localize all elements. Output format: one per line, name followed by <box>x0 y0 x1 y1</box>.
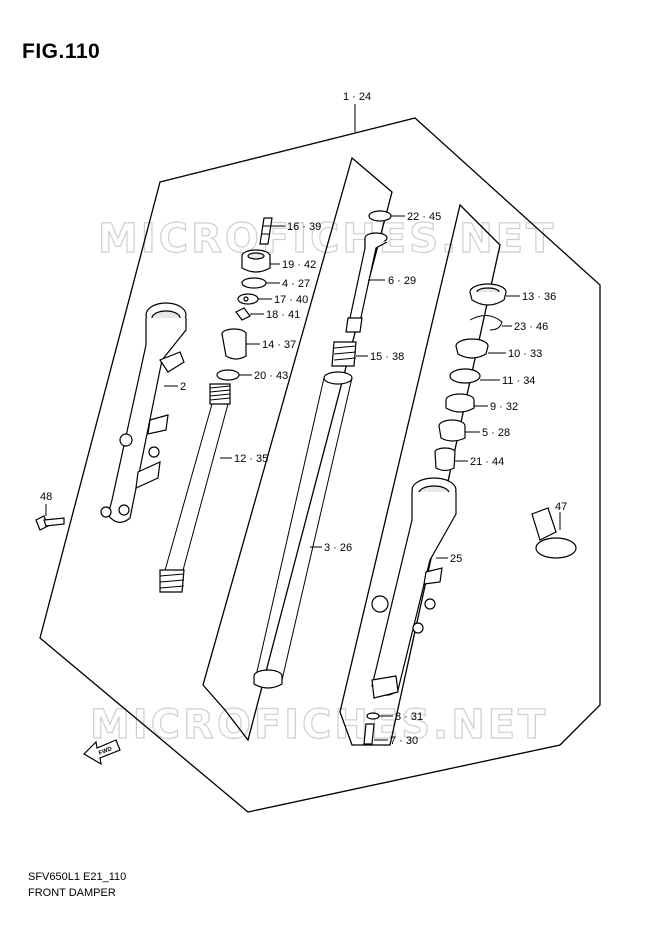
oil-seal-10 <box>455 338 489 359</box>
fwd-arrow-icon: FWD <box>83 739 121 766</box>
callout-17-40: 17 · 40 <box>274 294 308 306</box>
callout-48: 48 <box>40 491 52 503</box>
dust-seal-13 <box>469 283 507 306</box>
callout-16-39: 16 · 39 <box>287 221 321 233</box>
o-ring-4 <box>241 277 267 289</box>
callout-12-35: 12 · 35 <box>234 453 268 465</box>
assembly-frame-inner-tube <box>202 156 393 742</box>
figure-title: FIG.110 <box>22 40 101 63</box>
callout-21-44: 21 · 44 <box>470 456 504 468</box>
callout-3-26: 3 · 26 <box>324 542 352 554</box>
cap-bolt-16 <box>259 217 273 245</box>
assembly-frame-outer <box>39 117 601 813</box>
fwd-label: FWD <box>98 746 114 757</box>
callout-7-30: 7 · 30 <box>390 735 418 747</box>
footer-code: SFV650L1 E21_110 <box>28 871 127 883</box>
clip-18 <box>235 307 251 321</box>
footer-name: FRONT DAMPER <box>28 887 116 899</box>
callout-5-28: 5 · 28 <box>482 427 510 439</box>
callout-19-42: 19 · 42 <box>282 259 316 271</box>
gasket-8 <box>366 712 380 720</box>
callout-22-45: 22 · 45 <box>407 211 441 223</box>
spacer-14 <box>221 328 247 360</box>
callout-1-24: 1 · 24 <box>343 91 371 103</box>
callout-13-36: 13 · 36 <box>522 291 556 303</box>
bush-9 <box>445 393 475 413</box>
callout-20-43: 20 · 43 <box>254 370 288 382</box>
left-outer-tube <box>100 302 187 523</box>
watermark-top: MICROFICHES.NET <box>98 216 556 262</box>
callout-15-38: 15 · 38 <box>370 351 404 363</box>
stop-ring-23 <box>469 315 503 331</box>
bolt-7 <box>363 723 375 745</box>
watermark-bottom: MICROFICHES.NET <box>90 702 548 748</box>
callout-47: 47 <box>555 501 567 513</box>
washer-17 <box>237 293 259 305</box>
ring-20 <box>216 369 240 381</box>
bush-5 <box>438 419 466 442</box>
cap-19 <box>241 249 271 273</box>
callout-6-29: 6 · 29 <box>388 275 416 287</box>
bolt-48 <box>35 515 65 531</box>
spring-12 <box>159 383 231 593</box>
assembly-frame-outer-tube <box>339 203 501 746</box>
callout-25: 25 <box>450 553 462 565</box>
right-outer-tube-25 <box>371 477 457 699</box>
callout-4-27: 4 · 27 <box>282 278 310 290</box>
callout-23-46: 23 · 46 <box>514 321 548 333</box>
oil-lock-piece-21 <box>434 447 456 472</box>
callout-18-41: 18 · 41 <box>266 309 300 321</box>
spring-15 <box>331 341 357 367</box>
callout-10-33: 10 · 33 <box>508 348 542 360</box>
guard-47 <box>531 507 577 559</box>
callout-9-32: 9 · 32 <box>490 401 518 413</box>
callout-2: 2 <box>180 381 186 393</box>
inner-tube-3 <box>253 371 353 689</box>
callout-14-37: 14 · 37 <box>262 339 296 351</box>
callout-8-31: 8 · 31 <box>395 711 423 723</box>
callout-11-34: 11 · 34 <box>502 375 535 387</box>
washer-11 <box>449 368 481 384</box>
seal-22 <box>368 210 392 222</box>
